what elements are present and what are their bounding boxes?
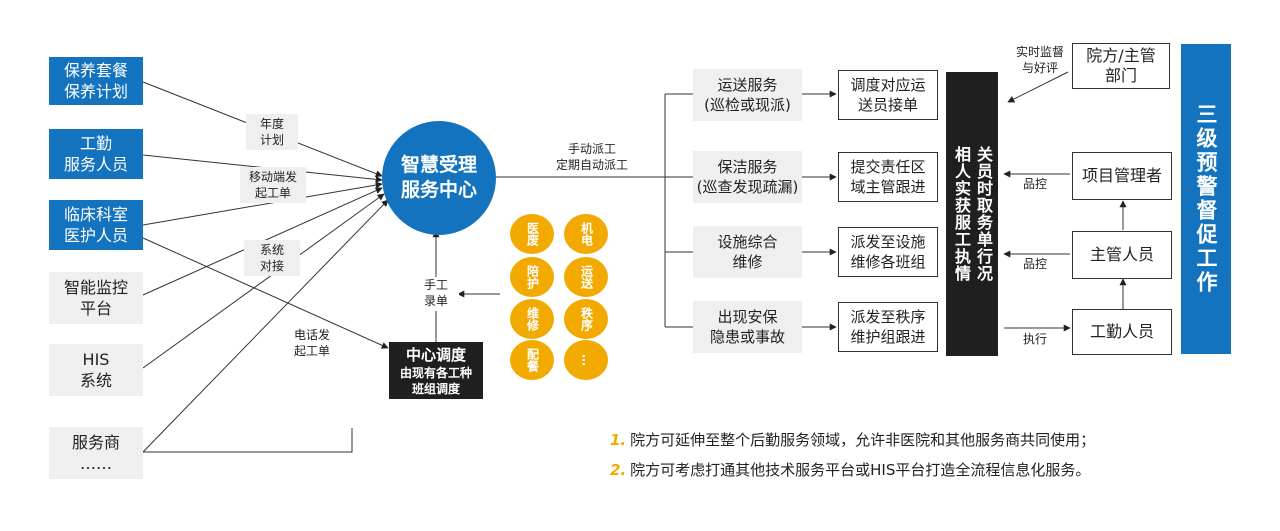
note-1-number: 1. [610, 431, 627, 449]
note-2-number: 2. [610, 461, 627, 479]
caption-system-integration: 系统 对接 [244, 240, 300, 276]
central-dispatch-title: 中心调度 [405, 345, 466, 364]
central-dispatch-box: 中心调度 由现有各工种 班组调度 [389, 342, 483, 399]
service-cleaning: 保洁服务 (巡查发现疏漏) [693, 151, 802, 203]
source-his-system: HIS 系统 [49, 344, 143, 396]
feedback-column-right: 关员时取务单行况 [974, 146, 993, 282]
service-facility-repair: 设施综合 维修 [693, 226, 802, 278]
team-maintenance: 维修 [510, 299, 554, 339]
note-2-text: 院方可考虑打通其他技术服务平台或HIS平台打造全流程信息化服务。 [630, 461, 1091, 479]
hospital-dept-box: 院方/主管 部门 [1072, 43, 1170, 89]
note-1: 1.院方可延伸至整个后勤服务领域，允许非医院和其他服务商共同使用； [610, 430, 1095, 450]
caption-phone-order: 电话发 起工单 [293, 328, 330, 358]
source-service-staff: 工勤 服务人员 [49, 129, 143, 179]
source-clinical-staff: 临床科室 医护人员 [49, 200, 143, 250]
supervisor-box: 主管人员 [1072, 231, 1172, 279]
action-area-supervisor: 提交责任区 域主管跟进 [838, 152, 938, 202]
team-catering: 配餐 [510, 340, 554, 380]
note-2: 2.院方可考虑打通其他技术服务平台或HIS平台打造全流程信息化服务。 [610, 460, 1090, 480]
source-maintenance-plan: 保养套餐 保养计划 [49, 57, 143, 105]
caption-dispatch-modes: 手动派工 定期自动派工 [555, 142, 628, 172]
three-level-warning-bar: 三级预警督促工作 [1181, 44, 1231, 354]
caption-manual-entry: 手工 录单 [413, 277, 459, 311]
realtime-feedback-panel: 关员时取务单行况 相人实获服工执情 [946, 72, 998, 356]
source-smart-monitor: 智能监控 平台 [49, 272, 143, 324]
caption-annual-plan: 年度 计划 [246, 114, 298, 150]
project-manager-box: 项目管理者 [1072, 152, 1172, 200]
action-repair-team: 派发至设施 维修各班组 [838, 227, 938, 277]
service-transport: 运送服务 (巡检或现派) [693, 69, 802, 121]
three-level-warning-text: 三级预警督促工作 [1194, 103, 1218, 295]
source-service-provider: 服务商 …… [49, 427, 143, 479]
team-medical-waste: 医废 [510, 214, 554, 254]
caption-quality-control-1: 品控 [1022, 177, 1047, 191]
caption-quality-control-2: 品控 [1022, 257, 1047, 271]
feedback-column-left: 相人实获服工执情 [952, 146, 971, 282]
central-dispatch-subtitle: 由现有各工种 班组调度 [399, 365, 472, 396]
team-escort: 陪护 [510, 257, 554, 297]
team-electromechanical: 机电 [564, 214, 608, 254]
worker-box: 工勤人员 [1072, 309, 1172, 355]
action-assign-transporter: 调度对应运 送员接单 [838, 70, 938, 120]
service-security: 出现安保 隐患或事故 [693, 301, 802, 353]
action-order-team: 派发至秩序 维护组跟进 [838, 302, 938, 352]
team-more: … [564, 340, 608, 380]
hub-service-center: 智慧受理 服务中心 [382, 121, 496, 235]
caption-execute: 执行 [1022, 332, 1047, 346]
team-order: 秩序 [564, 299, 608, 339]
note-1-text: 院方可延伸至整个后勤服务领域，允许非医院和其他服务商共同使用； [630, 431, 1096, 449]
caption-mobile-order: 移动端发 起工单 [240, 167, 306, 203]
team-transport: 运送 [564, 257, 608, 297]
caption-realtime-monitor: 实时监督 与好评 [1015, 45, 1064, 75]
